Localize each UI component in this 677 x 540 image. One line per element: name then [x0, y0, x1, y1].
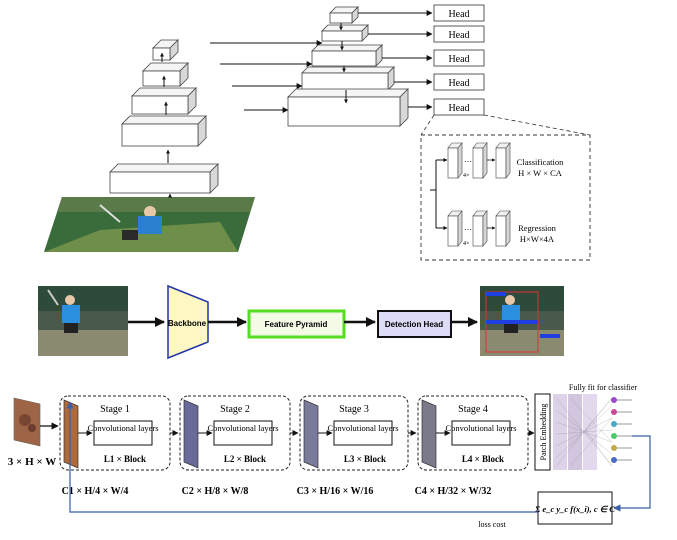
fpn-pyramid	[287, 6, 433, 127]
regression-dots: …	[464, 223, 472, 232]
head-box-2	[433, 25, 485, 43]
stage-2-dims: C2 × H/8 × W/8	[182, 486, 249, 497]
stage-2-repeat: L2 × Block	[224, 454, 266, 464]
backbone-layer-5	[152, 39, 179, 61]
stage-2-conv-box	[213, 420, 273, 446]
classifier-label: Fully fit for classifier	[569, 383, 638, 392]
classification-dots: …	[464, 155, 472, 164]
regression-repeat: 4×	[463, 241, 469, 247]
backbone-layer-1	[109, 163, 219, 194]
head-box-5	[433, 98, 485, 116]
head-detail-box	[420, 134, 591, 261]
stage-3-conv-box	[333, 420, 393, 446]
fpn-layer-5	[287, 88, 409, 127]
backbone-label: Backbone	[168, 319, 207, 328]
stage-1-title: Stage 1	[100, 404, 130, 415]
stage-1-conv-label: Convolutional layers	[87, 423, 158, 433]
stage-3-repeat: L3 × Block	[344, 454, 386, 464]
patch-embedding-box	[534, 393, 551, 471]
stage-2-title: Stage 2	[220, 404, 250, 415]
classifier-network: Fully fit for classifier	[553, 383, 637, 470]
bottom-panel: 3 × H × W Stage 1 Convolutional layers L…	[8, 383, 651, 529]
regression-dims: H×W×4A	[520, 234, 555, 244]
fpn-layer-3	[311, 44, 383, 67]
stage-4: Stage 4 Convolutional layers L4 × Block …	[415, 395, 529, 497]
backbone-layer-4	[142, 62, 189, 87]
head-box-3	[433, 49, 485, 67]
head-label-3: Head	[448, 54, 469, 65]
input-dims: 3 × H × W	[8, 456, 56, 468]
fpn-layer-2	[321, 24, 369, 42]
backbone-layer-3	[131, 87, 197, 115]
input-photo-middle	[38, 286, 128, 356]
head-box-1	[433, 4, 485, 22]
stage-1-conv-box	[93, 420, 153, 446]
stage-1: Stage 1 Convolutional layers L1 × Block …	[59, 395, 171, 497]
loss-formula-box	[537, 491, 613, 525]
regression-label: Regression	[518, 223, 557, 233]
backbone-layer-2	[121, 115, 207, 147]
stage-2: Stage 2 Convolutional layers L2 × Block …	[179, 395, 291, 497]
stage-1-repeat: L1 × Block	[104, 454, 146, 464]
stage-3: Stage 3 Convolutional layers L3 × Block …	[297, 395, 409, 497]
classification-repeat: 4×	[463, 173, 469, 179]
classification-dims: H × W × CA	[518, 168, 563, 178]
stage-4-repeat: L4 × Block	[462, 454, 504, 464]
detection-head-label: Detection Head	[385, 320, 443, 329]
backbone-pyramid	[44, 39, 323, 252]
classification-branch: … 4× Classification H × W × CA	[447, 142, 564, 179]
top-panel: Head Head Head Head Head	[44, 4, 591, 261]
stage-4-dims: C4 × H/32 × W/32	[415, 486, 492, 497]
fpn-layer-4	[301, 66, 395, 91]
head-label-2: Head	[448, 30, 469, 41]
classification-label: Classification	[517, 157, 564, 167]
tennis-player-image-top	[44, 197, 255, 252]
output-photo-middle	[480, 286, 564, 356]
stage-3-dims: C3 × H/16 × W/16	[297, 486, 374, 497]
loss-formula: Σ e_c y_c f(x_i), c ∈ C	[534, 504, 615, 514]
loss-cost-label: loss cost	[478, 520, 506, 529]
stage-4-conv-label: Convolutional layers	[445, 423, 516, 433]
head-label-4: Head	[448, 78, 469, 89]
head-label-5: Head	[448, 103, 469, 114]
stage-4-title: Stage 4	[458, 404, 488, 415]
stage-3-conv-label: Convolutional layers	[327, 423, 398, 433]
stage-4-conv-box	[451, 420, 511, 446]
middle-panel: Backbone Feature Pyramid Detection Head	[38, 284, 564, 360]
head-boxes: Head Head Head Head Head	[433, 4, 485, 116]
stage-1-dims: C1 × H/4 × W/4	[62, 486, 129, 497]
head-detail: … 4× Classification H × W × CA … 4×	[420, 114, 591, 261]
head-box-4	[433, 73, 485, 91]
head-label-1: Head	[448, 9, 469, 20]
loss-feedback: Σ e_c y_c f(x_i), c ∈ C loss cost	[66, 401, 651, 529]
backbone-trapezoid	[167, 284, 209, 360]
fpn-layer-1	[329, 6, 359, 24]
detection-head-box	[377, 310, 452, 338]
patch-embedding-label: Patch Embedding	[539, 404, 548, 461]
stage-2-conv-label: Convolutional layers	[207, 423, 278, 433]
feature-pyramid-box	[247, 309, 346, 339]
input-tile	[13, 397, 41, 447]
stage-3-container	[299, 395, 409, 471]
regression-branch: … 4× Regression H×W×4A	[447, 210, 557, 247]
feature-pyramid-label: Feature Pyramid	[265, 320, 328, 329]
stage-3-title: Stage 3	[339, 404, 369, 415]
